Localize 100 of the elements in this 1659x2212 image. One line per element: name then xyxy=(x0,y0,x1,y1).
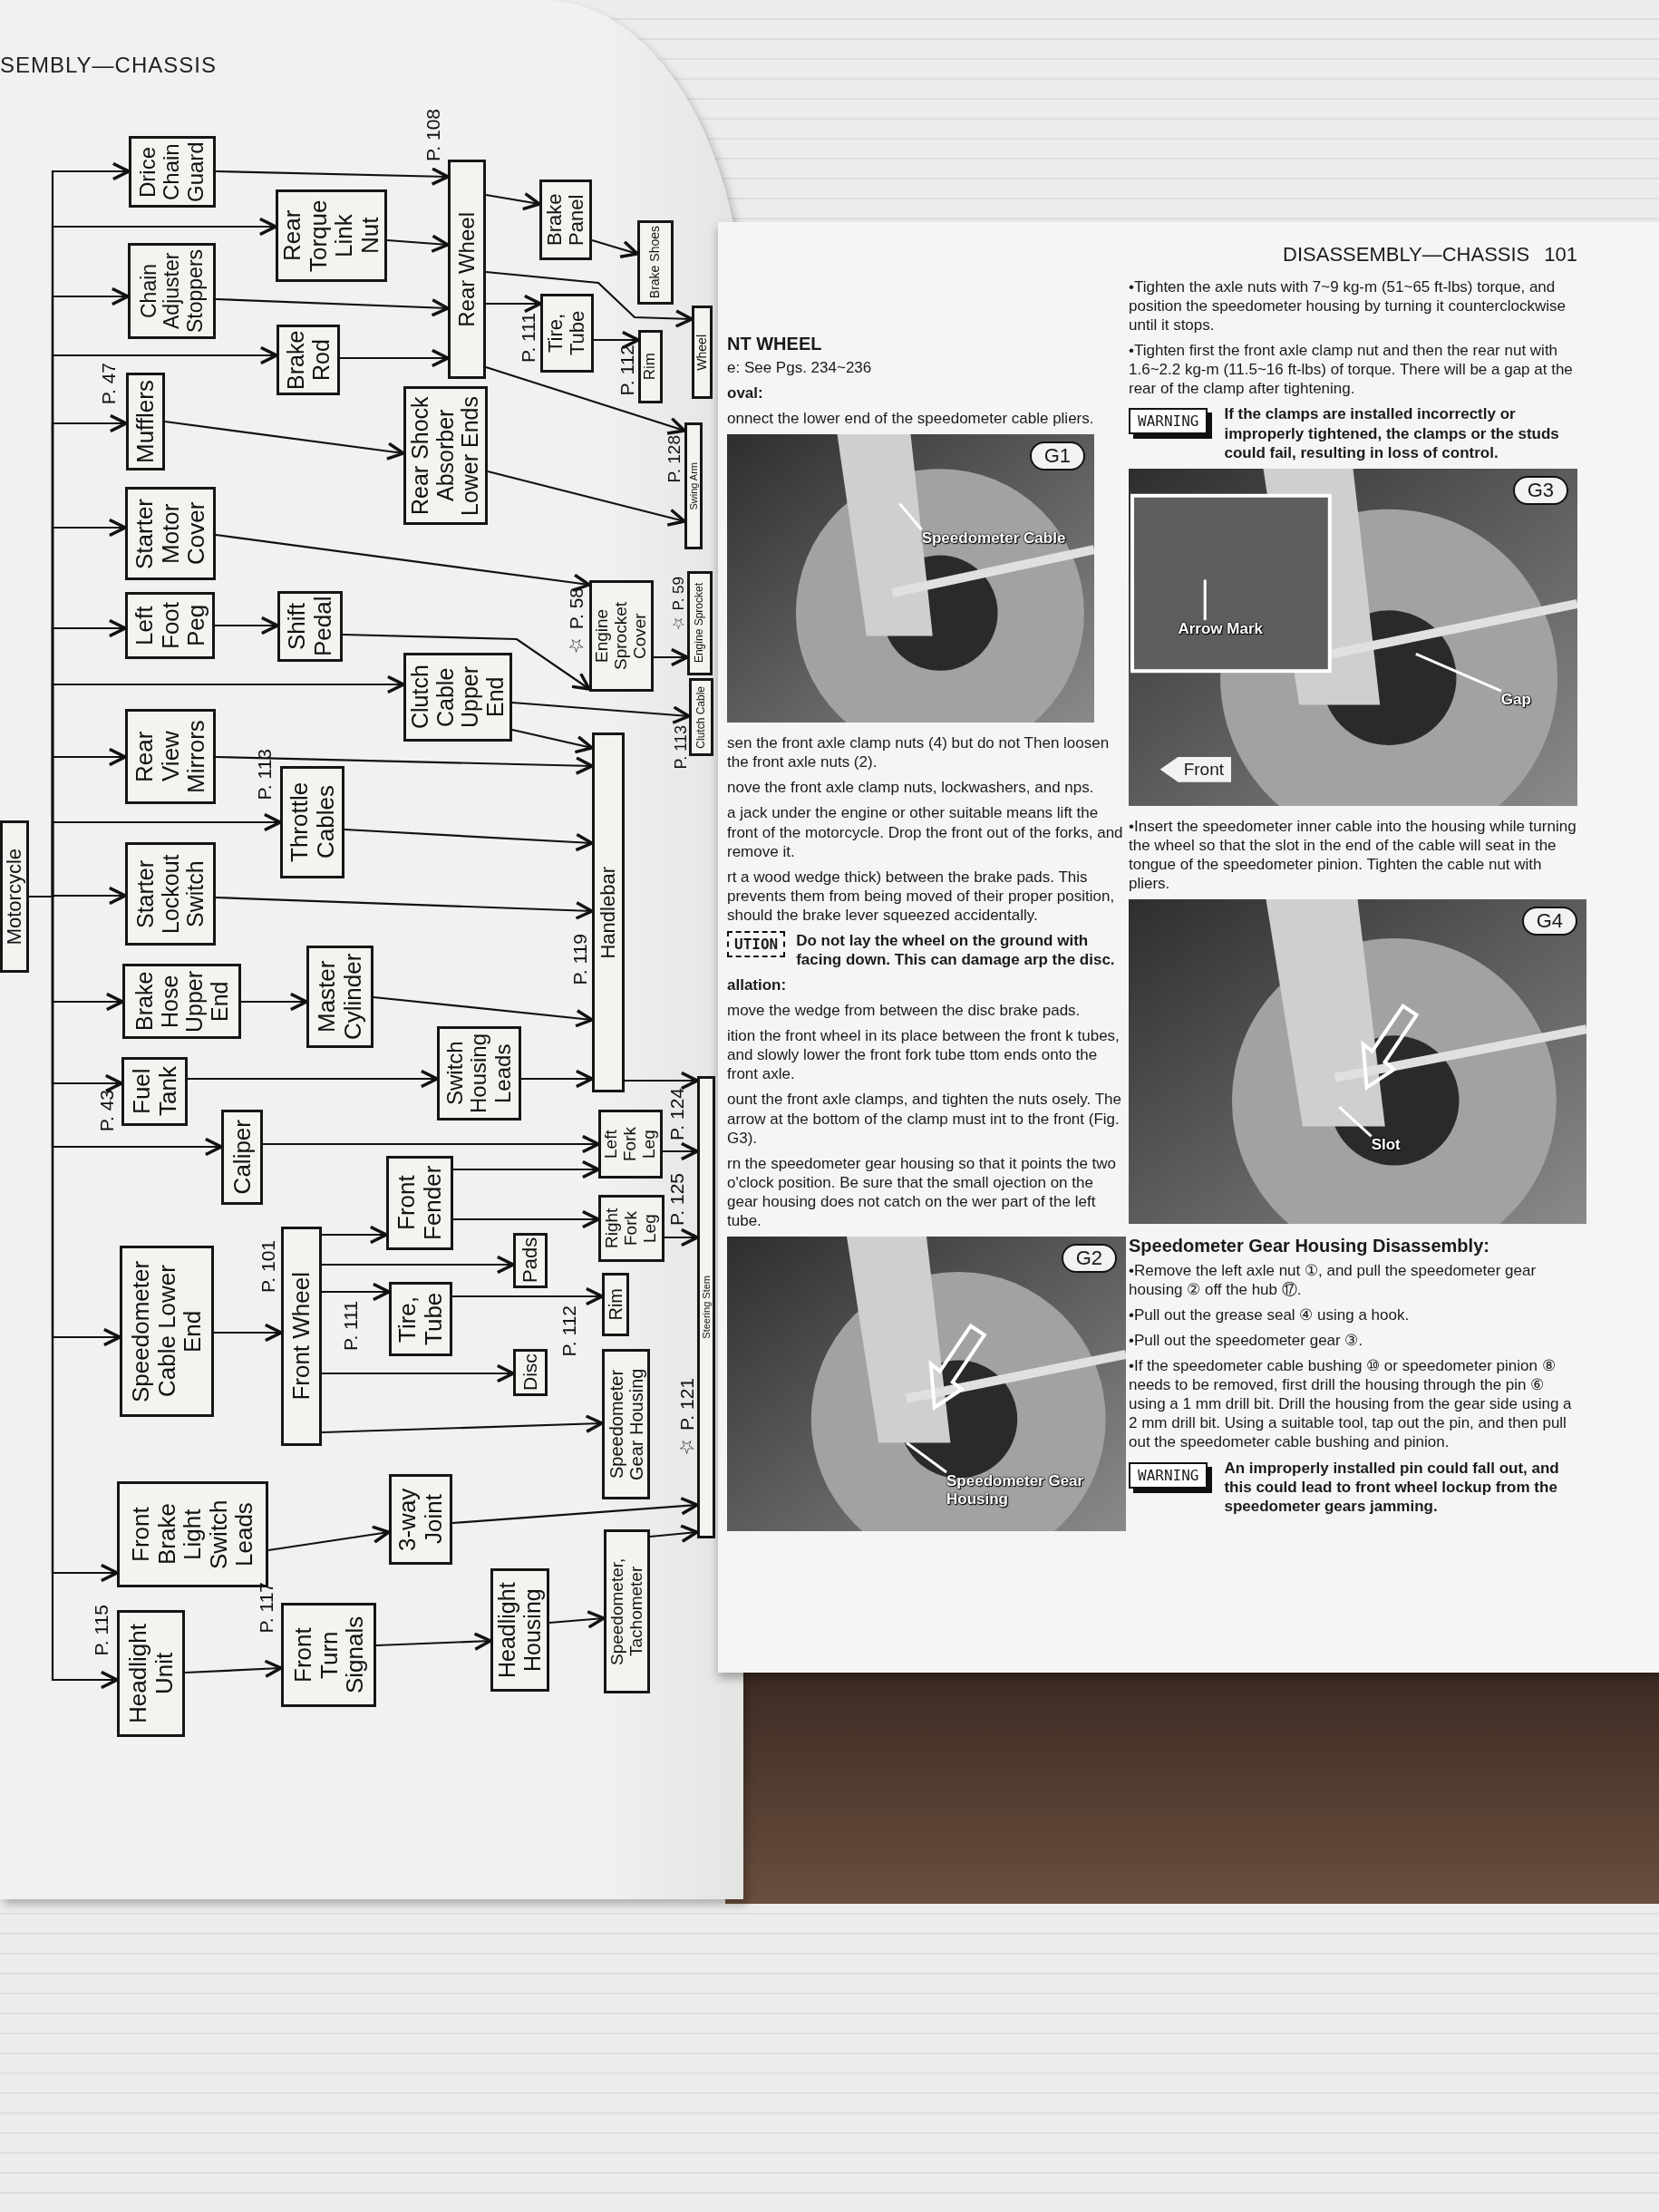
part-name: Wheel xyxy=(694,334,710,371)
arrow xyxy=(511,701,691,724)
instruction-text: •Insert the speedometer inner cable into the housing while turning the wheel so that the slot in the end of the cable will seat in the tongue of the speedometer pinion. Tighten the cable nut with pliers. xyxy=(1129,816,1577,893)
part-box xyxy=(389,1282,452,1356)
instruction-text: •Pull out the grease seal ④ using a hook. xyxy=(1129,1305,1411,1325)
page-reference: P. 108 xyxy=(422,109,444,161)
arrow xyxy=(486,294,542,314)
part-name: 3-way Joint xyxy=(394,1487,447,1553)
part-box xyxy=(589,580,654,692)
arrow xyxy=(654,647,689,667)
part-box xyxy=(0,820,29,973)
arrow xyxy=(215,616,279,635)
part-name: Mufflers xyxy=(132,380,159,463)
arrow xyxy=(322,1225,388,1245)
part-box xyxy=(117,1610,185,1737)
part-box xyxy=(128,243,216,339)
arrow xyxy=(215,533,591,592)
arrow xyxy=(485,270,694,328)
part-name: Switch Housing Leads xyxy=(442,1032,516,1115)
page-reference: P. 128 xyxy=(665,435,684,483)
caution-text: Do not lay the wheel on the ground with facing down. This can damage arp the disc. xyxy=(796,930,1116,970)
arrow xyxy=(322,1363,515,1383)
arrow xyxy=(665,1227,699,1247)
section-heading: Speedometer Gear Housing Disassembly: xyxy=(1129,1235,1490,1257)
arrow xyxy=(485,365,686,435)
page-reference: P. 119 xyxy=(569,934,591,985)
arrow xyxy=(344,828,594,852)
page-reference: P. 111 xyxy=(340,1301,362,1351)
arrow xyxy=(548,1610,606,1629)
part-name: Left Foot Peg xyxy=(131,601,209,651)
part-box xyxy=(281,1227,322,1446)
part-name: Left Fork Leg xyxy=(602,1126,659,1163)
part-name: Front Turn Signals xyxy=(289,1615,368,1696)
part-name: Rear Shock Absorber Lower Ends xyxy=(408,394,483,518)
part-name: Pads xyxy=(519,1238,542,1283)
part-name: Throttle Cables xyxy=(286,781,339,865)
part-box xyxy=(389,1474,452,1565)
part-box xyxy=(221,1110,263,1205)
instruction-text: sen the front axle clamp nuts (4) but do not Then loosen the front axle nuts (2). xyxy=(727,733,1111,772)
part-box xyxy=(306,946,374,1048)
leader-line xyxy=(898,502,923,531)
warning-text: If the clamps are installed incorrectly or improperly tightened, the clamps or the studs could fail, resulting in loss of control. xyxy=(1224,404,1560,462)
page-reference: P. 113 xyxy=(673,725,691,770)
arrow xyxy=(625,1071,699,1091)
part-name: Starter Motor Cover xyxy=(131,497,209,571)
arrow xyxy=(594,330,640,350)
part-name: Disc xyxy=(519,1354,541,1391)
part-box xyxy=(689,678,713,756)
part-name: Rear View Mirrors xyxy=(131,719,209,795)
part-box xyxy=(539,179,592,260)
callout-label: Gap xyxy=(1500,691,1531,709)
leader-line xyxy=(1203,579,1207,621)
part-name: Rear Wheel xyxy=(454,211,480,327)
part-name: Drice Chain Guard xyxy=(136,141,209,202)
arrow xyxy=(322,1282,391,1302)
part-name: Fuel Tank xyxy=(128,1065,181,1119)
part-box xyxy=(403,386,488,525)
section-heading: allation: xyxy=(727,975,788,995)
part-name: Starter Lockout Switch xyxy=(132,853,209,936)
instruction-text: rt a wood wedge thick) between the brake pads. This prevents them from being moved of their proper position, should the brake lever squeezed accidentally. xyxy=(727,867,1116,925)
instruction-text: move the wedge from between the disc brake pads. xyxy=(727,1001,1082,1021)
part-name: Motorcycle xyxy=(3,848,26,946)
arrow xyxy=(453,1159,600,1179)
arrow xyxy=(214,1323,283,1343)
part-box xyxy=(437,1026,521,1121)
instruction-text: ount the front axle clamps, and tighten the nuts osely. The arrow at the bottom of the clamp must int to the front (Fig. G3). xyxy=(727,1090,1123,1148)
part-name: Speedometer, Tachometer xyxy=(607,1557,646,1667)
arrow xyxy=(521,1069,594,1089)
arrow xyxy=(340,348,450,368)
part-box xyxy=(120,1246,214,1417)
part-name: Speedometer Cable Lower End xyxy=(128,1259,206,1404)
part-box xyxy=(592,732,625,1092)
page-header: SEMBLY—CHASSIS xyxy=(0,53,217,78)
part-box xyxy=(448,160,486,379)
part-box xyxy=(598,1110,663,1179)
arrow xyxy=(267,1525,391,1552)
part-name: Master Cylinder xyxy=(314,952,366,1043)
arrow xyxy=(663,1141,699,1161)
part-box xyxy=(386,1156,453,1250)
arrow xyxy=(453,1209,600,1229)
part-name: Clutch Cable xyxy=(694,685,708,749)
part-box xyxy=(121,1057,188,1126)
part-name: Speedometer Gear Housing xyxy=(606,1367,646,1482)
part-box xyxy=(125,709,216,804)
leader-line xyxy=(1338,1106,1373,1138)
part-box xyxy=(276,325,340,395)
arrow xyxy=(649,1524,699,1543)
page-reference: P. 117 xyxy=(256,1582,277,1634)
part-box xyxy=(125,487,216,580)
page-reference: P. 125 xyxy=(666,1173,688,1226)
part-name: Clutch Cable Upper End xyxy=(408,664,508,732)
part-box xyxy=(684,422,703,549)
callout-label: Slot xyxy=(1371,1136,1401,1154)
part-name: Chain Adjuster Stoppers xyxy=(137,248,207,334)
part-box xyxy=(490,1568,549,1692)
arrow xyxy=(241,992,308,1012)
section-heading: NT WHEEL xyxy=(727,334,823,354)
page-reference: ☆ P. 121 xyxy=(676,1378,698,1458)
page-reference: P. 112 xyxy=(558,1305,580,1357)
arrow xyxy=(487,470,686,527)
